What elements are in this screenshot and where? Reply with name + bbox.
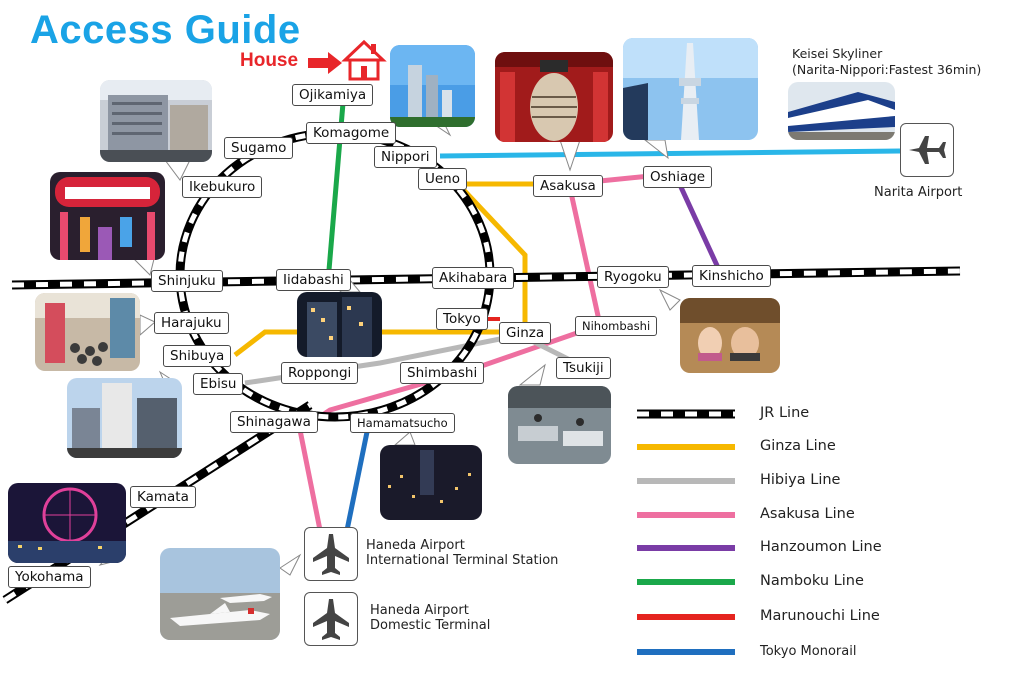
legend-item-jr: JR Line [760,405,810,421]
narita-airport-label: Narita Airport [874,185,963,200]
station-shibuya: Shibuya [163,345,232,367]
legend-item-ginza: Ginza Line [760,438,836,454]
yokohama-photo [8,483,126,563]
station-asakusa: Asakusa [533,175,603,197]
skyliner-photo [788,82,895,140]
station-shinagawa: Shinagawa [230,411,318,433]
station-sugamo: Sugamo [224,137,294,159]
station-kinshicho: Kinshicho [692,265,771,287]
monorail-line [342,431,370,541]
skyliner-title: Keisei Skyliner [792,46,883,61]
asakusa-line-south [297,187,603,541]
haneda-intl-label-1: Haneda Airport [366,538,465,553]
haneda-photo [160,548,280,640]
station-komagome: Komagome [306,122,397,144]
station-ueno: Ueno [418,168,468,190]
station-hamamatsucho: Hamamatsucho [350,413,455,433]
oshiage-photo [623,38,758,140]
station-oshiage: Oshiage [643,166,713,188]
station-ryogoku: Ryogoku [597,266,669,288]
station-nippori: Nippori [374,146,437,168]
station-ebisu: Ebisu [193,373,244,395]
arrow-right-icon [308,52,342,74]
station-kamata: Kamata [130,486,196,508]
airplane-icon [909,136,946,164]
station-akihabara: Akihabara [432,267,515,289]
station-shinjuku: Shinjuku [151,270,223,292]
ikebukuro-photo [100,80,212,162]
haneda-dom-label-1: Haneda Airport [370,603,469,618]
page-title: Access Guide [30,8,301,52]
station-harajuku: Harajuku [154,312,229,334]
station-tokyo: Tokyo [436,308,488,330]
airplane-icon [313,534,349,575]
station-shimbashi: Shimbashi [400,362,485,384]
tsukiji-photo [508,386,611,464]
shibuya-photo [67,378,182,458]
ojikamiya-photo [390,45,475,127]
haneda-intl-airplane-box [304,527,358,581]
legend-swatches [637,409,735,655]
station-roppongi: Roppongi [281,362,359,384]
station-nihombashi: Nihombashi [575,316,658,336]
hanzomon-line [677,183,723,274]
station-tsukiji: Tsukiji [556,357,611,379]
station-ojikamiya: Ojikamiya [292,84,374,106]
house-label: House [240,50,299,71]
legend-item-monorail: Tokyo Monorail [760,644,857,659]
haneda-intl-label-2: International Terminal Station [366,553,559,568]
roppongi-photo [297,292,382,357]
legend-item-hibiya: Hibiya Line [760,472,841,488]
haneda-dom-label-2: Domestic Terminal [370,618,491,633]
shinjuku-photo [50,172,165,260]
hamamatsucho-photo [380,445,482,520]
station-yokohama: Yokohama [8,566,91,588]
station-ginza: Ginza [499,322,552,344]
ryogoku-photo [680,298,780,373]
airplane-icon [313,599,349,640]
skyliner-line [439,148,901,159]
house-icon [341,39,387,81]
skyliner-subtitle: (Narita-Nippori:Fastest 36min) [792,62,982,77]
narita-airplane-box [900,123,954,177]
station-ikebukuro: Ikebukuro [182,176,263,198]
legend-item-namboku: Namboku Line [760,573,864,589]
haneda-dom-airplane-box [304,592,358,646]
harajuku-photo [35,293,140,371]
legend-item-marunouchi: Marunouchi Line [760,608,880,624]
asakusa-photo [495,52,613,142]
ginza-line [233,181,570,357]
station-iidabashi: Iidabashi [276,269,351,291]
legend-item-hanzomon: Hanzoumon Line [760,539,882,555]
legend-item-asakusa: Asakusa Line [760,506,855,522]
